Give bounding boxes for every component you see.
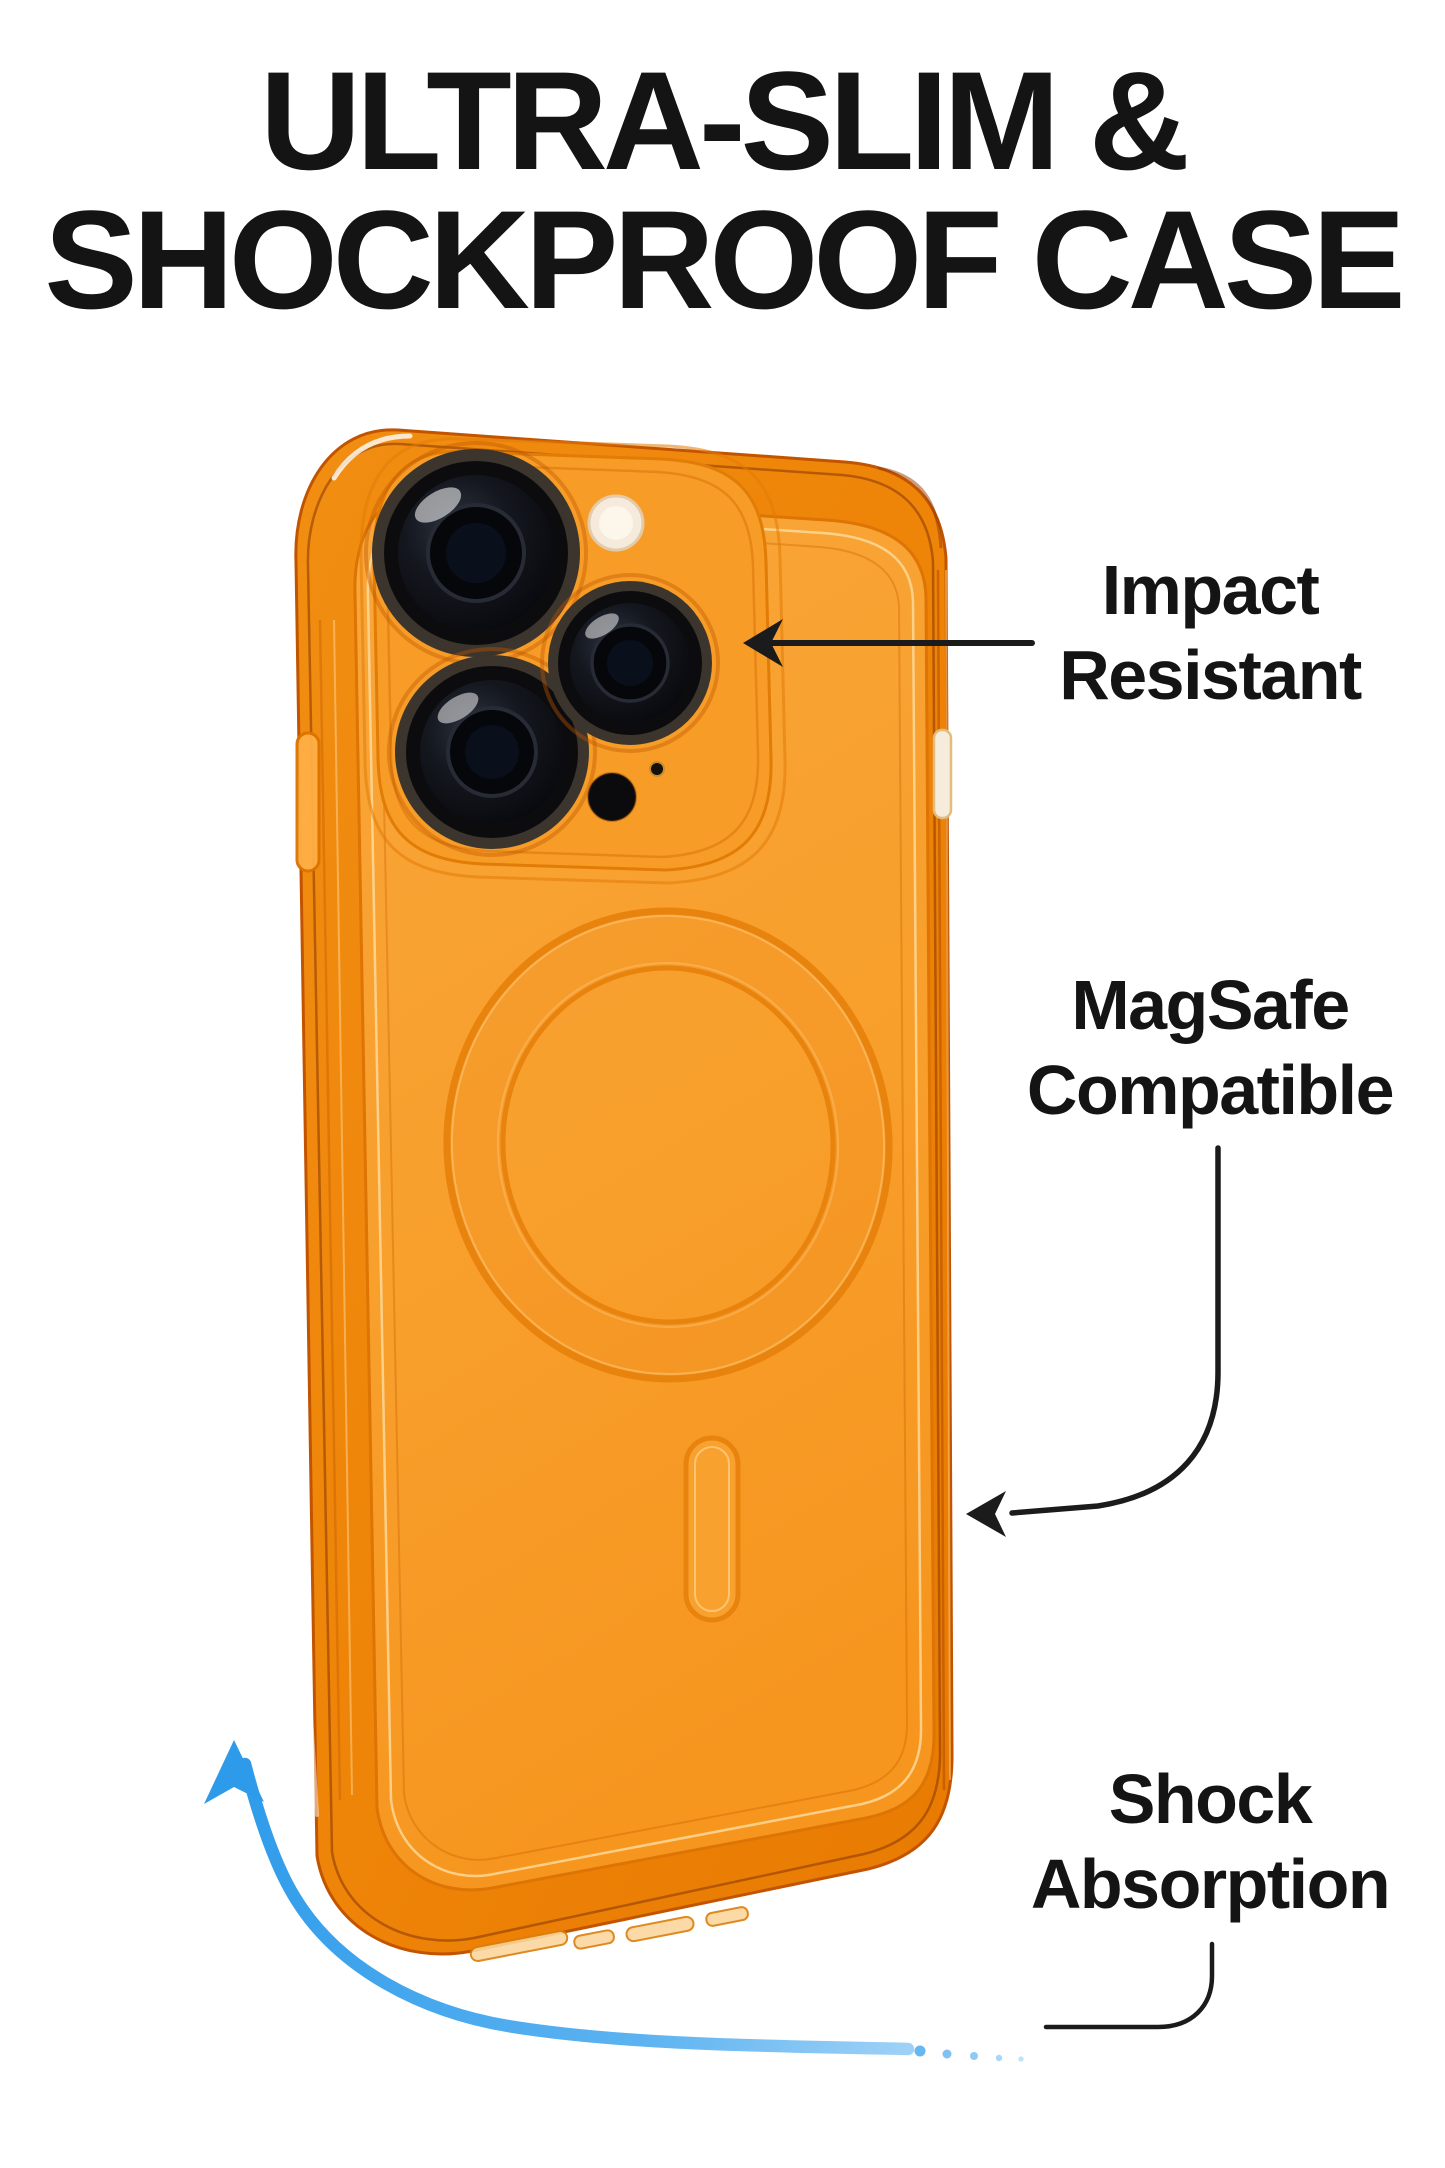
edge-streak: [318, 619, 342, 1801]
callout-line: Absorption: [1030, 1844, 1391, 1923]
camera-lens-right: [540, 573, 720, 753]
magsafe-alignment-notch: [683, 1435, 741, 1623]
callout-impact-resistant: Impact Resistant: [975, 548, 1445, 717]
callout-line: Resistant: [1059, 635, 1362, 714]
volume-button: [295, 731, 321, 873]
callout-line: Shock: [1108, 1760, 1313, 1838]
shock-connector-line: [1043, 1941, 1215, 2030]
impact-arrow: [743, 619, 1035, 667]
page-title-line-2: SHOCKPROOF CASE: [44, 180, 1405, 338]
corner-glint: [331, 433, 413, 481]
corner-shade: [877, 466, 943, 549]
callout-shock-absorption: Shock Absorption: [975, 1757, 1445, 1926]
microphone-hole: [649, 761, 665, 777]
callout-magsafe-compatible: MagSafe Compatible: [975, 963, 1445, 1132]
lidar-sensor: [587, 772, 637, 822]
camera-plateau-outline: [359, 437, 787, 885]
edge-streak: [333, 619, 353, 1796]
camera-lens-top: [364, 441, 588, 665]
bottom-port-cutouts: [469, 1906, 749, 1963]
corner-glint: [308, 1698, 319, 1817]
magsafe-connector-arrow: [966, 1145, 1221, 1537]
shock-absorption-arrow: [204, 1740, 1024, 2062]
callout-line: Compatible: [1026, 1050, 1395, 1129]
magsafe-ring: [443, 907, 893, 1383]
case-edge-line: [306, 442, 942, 1942]
case-inner-highlight: [366, 505, 923, 1878]
page-title-line-1: ULTRA-SLIM &: [260, 42, 1190, 199]
page-title: ULTRA-SLIM & SHOCKPROOF CASE: [0, 42, 1445, 338]
callout-line: MagSafe: [1071, 966, 1350, 1044]
power-button: [932, 728, 953, 820]
callout-line: Impact: [1101, 551, 1320, 629]
phone-case: [294, 428, 954, 1963]
camera-lens-bottom: [387, 647, 597, 857]
camera-module: [359, 437, 787, 885]
flash: [587, 494, 645, 552]
